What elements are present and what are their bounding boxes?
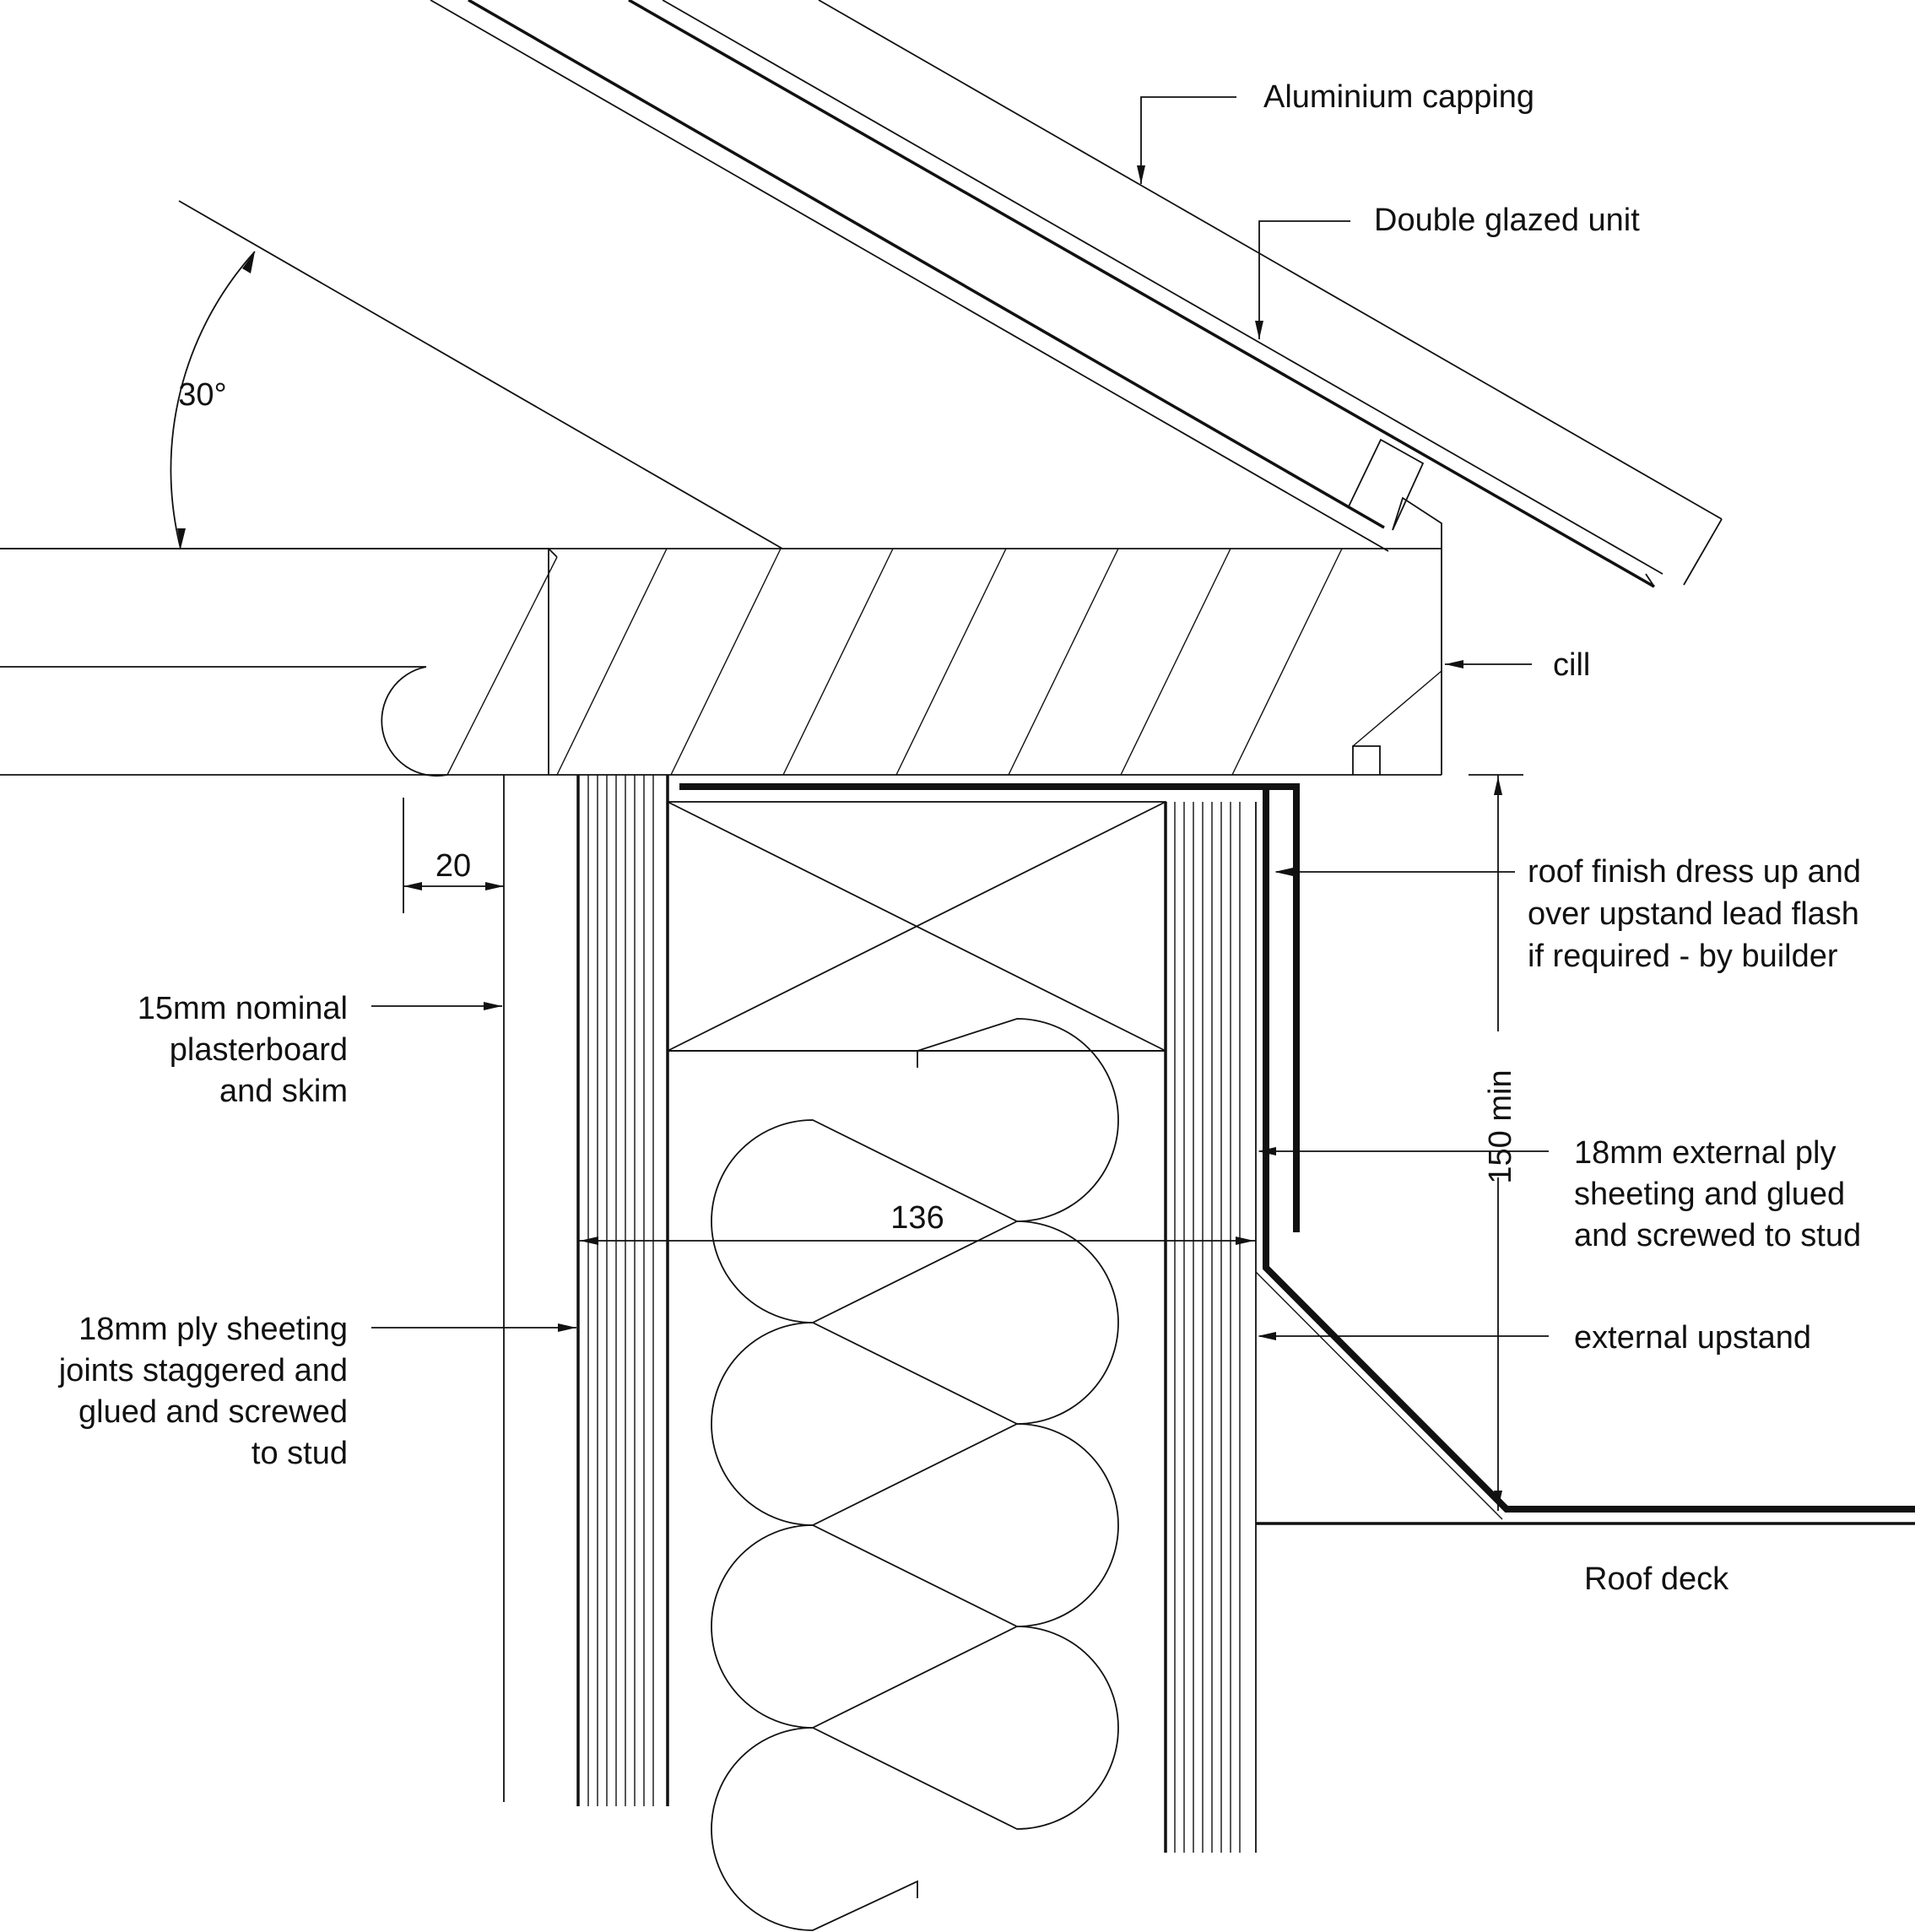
- label-roof-finish-line-2: over upstand lead flash: [1528, 896, 1859, 932]
- dim-20-label: 20: [435, 848, 471, 884]
- dim-150-arrow-top: [1494, 777, 1502, 795]
- dimensions: 30° 20 136 150 min: [0, 251, 1523, 1511]
- dim-136-arrow-right: [1236, 1237, 1254, 1245]
- roof-finish-membrane: [1263, 787, 1915, 1513]
- capping-end: [1683, 518, 1723, 586]
- dim-20-arrow-left: [403, 882, 422, 890]
- slope-reference-line: [178, 200, 783, 549]
- angle-label: 30°: [178, 377, 226, 413]
- rounded-nosing: [381, 666, 448, 777]
- glazing-bead: [1348, 438, 1425, 531]
- label-plasterboard-line-1: 15mm nominal: [138, 991, 348, 1026]
- angle-arrowhead-bottom: [177, 528, 186, 549]
- glazing-line-1: [430, 0, 1389, 552]
- label-external-ply-line-2: sheeting and glued: [1574, 1177, 1845, 1212]
- label-ply-sheeting-line-3: glued and screwed: [78, 1394, 348, 1430]
- dim-136-arrow-left: [580, 1237, 598, 1245]
- glazing-tip: [1645, 573, 1655, 587]
- wall-section: [503, 775, 1257, 1931]
- roof-deck-and-flashing: [679, 783, 1915, 1525]
- head-plate-cross-2: [667, 801, 1166, 1052]
- lead-flash: [679, 783, 1300, 1232]
- labels: Aluminium capping Double glazed unit cil…: [58, 79, 1861, 1597]
- label-plasterboard-line-3: and skim: [219, 1074, 348, 1109]
- label-external-ply-line-1: 18mm external ply: [1574, 1135, 1836, 1171]
- external-ply-sheeting: [1164, 802, 1257, 1853]
- cill-hatching: [446, 548, 1442, 776]
- leader-double-glazed-unit: [1258, 220, 1350, 339]
- dim-150-arrow-bottom: [1494, 1491, 1502, 1509]
- label-roof-finish-line-1: roof finish dress up and: [1528, 854, 1861, 890]
- label-ply-sheeting-line-2: joints staggered and: [58, 1353, 348, 1388]
- label-ply-sheeting-line-1: 18mm ply sheeting: [78, 1312, 348, 1347]
- label-roof-deck: Roof deck: [1584, 1561, 1729, 1597]
- drip-groove: [1352, 745, 1381, 775]
- label-external-ply-line-3: and screwed to stud: [1574, 1218, 1861, 1253]
- label-roof-finish-line-3: if required - by builder: [1528, 939, 1838, 974]
- cill-timber: [0, 548, 1442, 777]
- leader-aluminium-capping: [1140, 96, 1236, 184]
- label-double-glazed-unit: Double glazed unit: [1374, 203, 1640, 238]
- glazing-line-2: [468, 0, 1385, 529]
- angle-arc: [170, 251, 256, 549]
- label-aluminium-capping: Aluminium capping: [1263, 79, 1534, 115]
- leaders: [371, 96, 1549, 1340]
- label-ply-sheeting-line-4: to stud: [252, 1436, 348, 1471]
- upstand-fillet: [1255, 1271, 1503, 1520]
- label-plasterboard-line-2: plasterboard: [170, 1032, 348, 1068]
- dim-20-arrow-right: [485, 882, 504, 890]
- glazing-line-4: [662, 0, 1663, 575]
- capping-line: [818, 0, 1723, 520]
- label-external-upstand: external upstand: [1574, 1320, 1811, 1356]
- glazing-line-3: [628, 0, 1655, 588]
- glazing-seat: [1392, 496, 1442, 549]
- dim-150-label: 150 min: [1483, 1069, 1518, 1183]
- angle-arrowhead-top: [242, 252, 255, 273]
- label-cill: cill: [1553, 647, 1590, 683]
- sloping-glazing: [178, 0, 1723, 588]
- timber-chamfer: [548, 548, 558, 558]
- dim-136-label: 136: [890, 1200, 944, 1236]
- internal-ply-sheeting: [576, 775, 669, 1806]
- insulation: [711, 1018, 1119, 1931]
